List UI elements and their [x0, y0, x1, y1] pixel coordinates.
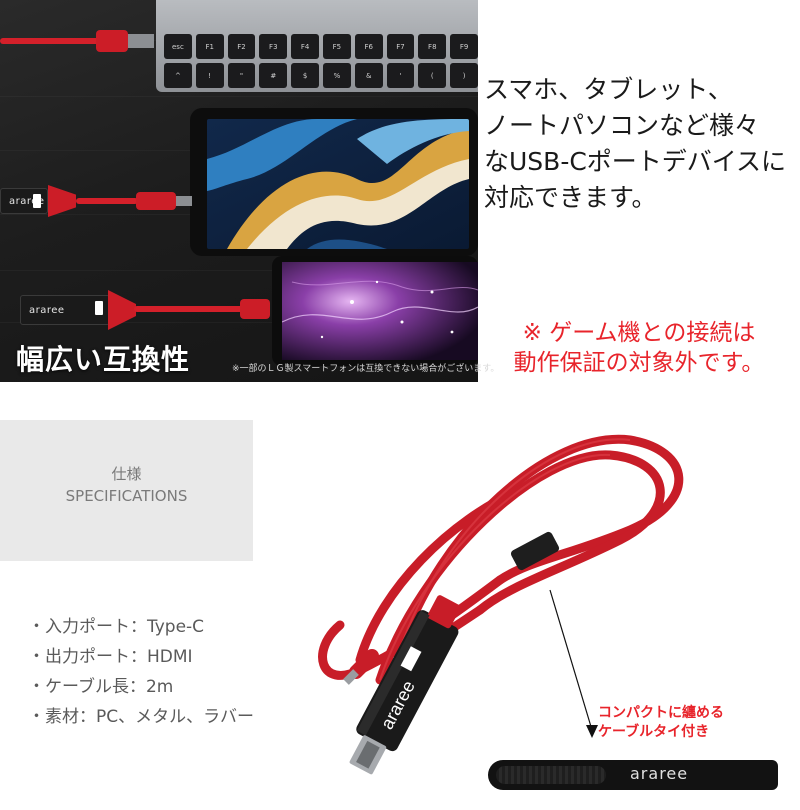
cable-highlight — [379, 453, 611, 681]
key: ) — [450, 63, 478, 88]
key: ^ — [164, 63, 192, 88]
key: F2 — [227, 34, 256, 59]
callout-arrow-line — [549, 589, 593, 731]
key: F9 — [450, 34, 478, 59]
hdmi-label — [33, 194, 41, 208]
cable-connector — [240, 299, 270, 319]
cable-tie-logo: araree — [630, 764, 689, 783]
specifications-subtitle: SPECIFICATIONS — [65, 487, 188, 505]
callout-line: コンパクトに纏める — [598, 705, 724, 721]
key: " — [227, 63, 256, 88]
description-line: ノートパソコンなど様々 — [484, 111, 760, 140]
key: F1 — [195, 34, 224, 59]
compatibility-note: ※一部のＬＧ製スマートフォンは互換できない場合がございます。 — [232, 364, 500, 374]
cable-connector — [96, 30, 128, 52]
compatibility-description: スマホ、タブレット、 ノートパソコンなど様々 なUSB-Cポートデバイスに 対応… — [484, 72, 796, 216]
key: F3 — [259, 34, 288, 59]
key: F8 — [418, 34, 447, 59]
specifications-list: ・入力ポート：Type-C ・出力ポート：HDMI ・ケーブル長：2m ・素材：… — [28, 612, 254, 732]
key: F7 — [386, 34, 415, 59]
game-console-warning: ※ ゲーム機との接続は 動作保証の対象外です。 — [484, 318, 794, 378]
cable-segment — [76, 198, 138, 204]
usb-c-plug — [128, 34, 154, 48]
description-line: なUSB-Cポートデバイスに — [484, 147, 787, 176]
usb-c-plug — [176, 196, 192, 206]
cable-connector — [136, 192, 176, 210]
usb-c-boot — [349, 649, 379, 679]
specifications-title: 仕様 — [111, 465, 142, 483]
callout-line: ケーブルタイ付き — [598, 724, 710, 740]
wallpaper-swirl — [207, 119, 469, 249]
description-line: 対応できます。 — [484, 183, 657, 212]
cable-band — [510, 531, 560, 571]
wallpaper-nebula — [282, 262, 478, 360]
warning-line: 動作保証の対象外です。 — [513, 350, 765, 376]
cable-segment — [134, 306, 244, 312]
velcro-texture — [496, 766, 606, 784]
key: F6 — [354, 34, 383, 59]
coiled-cable-image: araree — [318, 434, 684, 775]
key: & — [354, 63, 383, 88]
laptop-keyboard: esc F1 F2 F3 F4 F5 F6 F7 F8 F9 ^ ! " # $… — [164, 34, 478, 88]
cable-segment — [0, 38, 100, 44]
key: F5 — [322, 34, 351, 59]
hdmi-label — [95, 301, 103, 315]
hdmi-adapter: araree — [20, 295, 110, 325]
key: F4 — [291, 34, 319, 59]
callout-arrow-head — [586, 725, 598, 738]
description-line: スマホ、タブレット、 — [484, 75, 733, 104]
cable-highlight — [399, 438, 631, 651]
spec-item-cable-length: ・ケーブル長：2m — [28, 677, 174, 697]
compatibility-heading: 幅広い互換性 — [16, 343, 191, 376]
spec-item-output-port: ・出力ポート：HDMI — [28, 647, 193, 667]
specifications-header-box — [0, 420, 253, 561]
key: # — [259, 63, 288, 88]
key: ' — [386, 63, 415, 88]
spec-item-material: ・素材：PC、メタル、ラバー — [28, 707, 254, 727]
key: ! — [195, 63, 224, 88]
tablet-screen — [207, 119, 469, 249]
cable-tie-image — [488, 760, 778, 790]
spec-item-input-port: ・入力ポート：Type-C — [28, 617, 205, 637]
usb-c-plug — [343, 669, 359, 685]
key: esc — [164, 34, 192, 59]
smartphone-screen — [282, 262, 478, 360]
cable-tie-callout: コンパクトに纏める ケーブルタイ付き — [598, 704, 724, 742]
key: $ — [291, 63, 319, 88]
adapter-brand: araree — [29, 304, 65, 316]
adapter-brand: araree — [9, 195, 45, 207]
hdmi-adapter: araree — [349, 595, 461, 775]
hdmi-adapter: araree — [0, 188, 48, 214]
key: ( — [418, 63, 447, 88]
key: % — [322, 63, 351, 88]
warning-line: ※ ゲーム機との接続は — [522, 320, 756, 346]
